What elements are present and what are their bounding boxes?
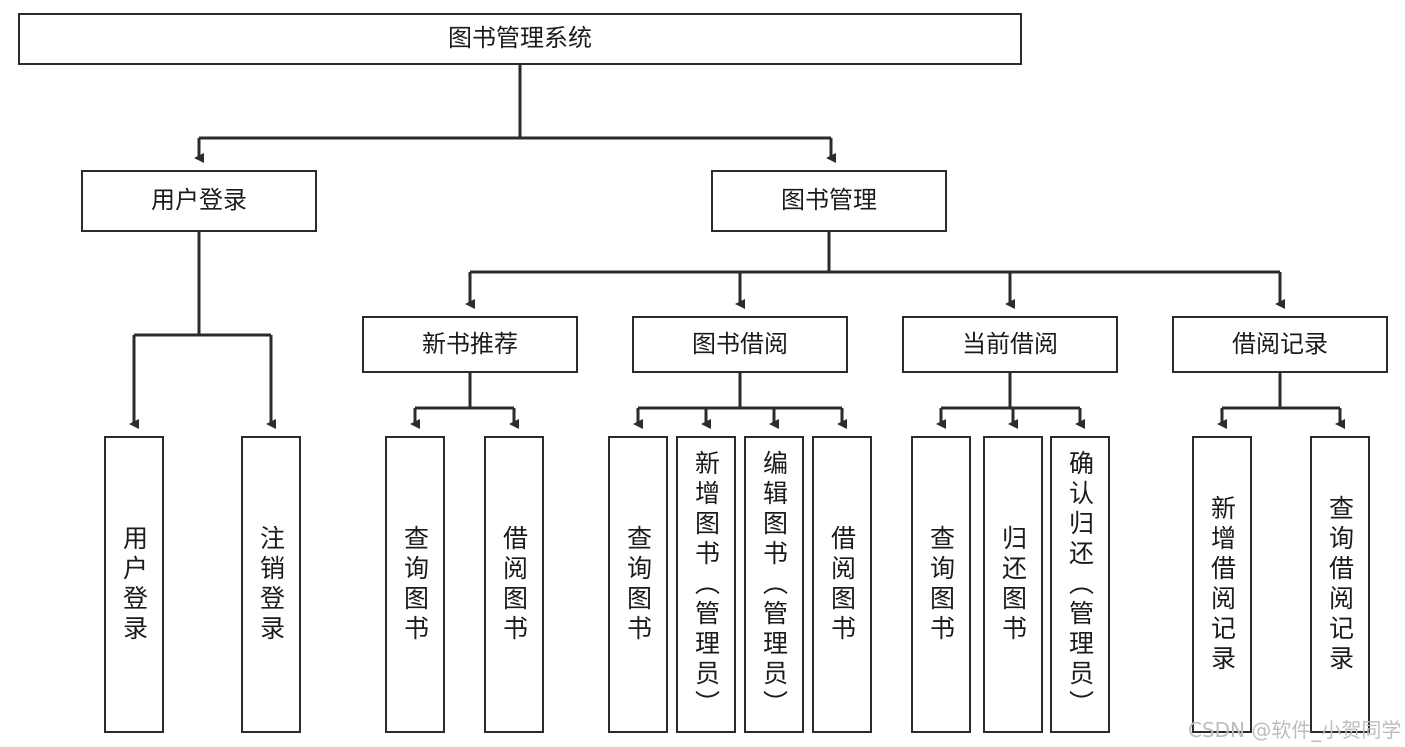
node-user-login-label: 用户登录 (151, 186, 247, 215)
leaf-logout[interactable]: 注销登录 (241, 436, 301, 733)
leaf-return-book-label: 归还图书 (998, 524, 1028, 645)
node-new-book-recommend[interactable]: 新书推荐 (362, 316, 578, 373)
node-borrow-record[interactable]: 借阅记录 (1172, 316, 1388, 373)
leaf-borrow-book[interactable]: 借阅图书 (812, 436, 872, 733)
node-user-login[interactable]: 用户登录 (81, 170, 317, 232)
leaf-query-book-borrow[interactable]: 查询图书 (608, 436, 668, 733)
leaf-query-book-newbook-label: 查询图书 (400, 524, 430, 645)
leaf-add-borrow-record[interactable]: 新增借阅记录 (1192, 436, 1252, 733)
leaf-query-book-current[interactable]: 查询图书 (911, 436, 971, 733)
node-current-borrow-label: 当前借阅 (962, 329, 1058, 358)
watermark: CSDN @软件_小贺同学 (1188, 718, 1402, 742)
leaf-add-book-admin-label: 新增图书（管理员） (691, 449, 721, 720)
leaf-query-borrow-record[interactable]: 查询借阅记录 (1310, 436, 1370, 733)
leaf-edit-book-admin-label: 编辑图书（管理员） (759, 449, 789, 720)
node-borrow-record-label: 借阅记录 (1232, 329, 1328, 358)
leaf-borrow-book-label: 借阅图书 (827, 524, 857, 645)
leaf-query-book-current-label: 查询图书 (926, 524, 956, 645)
node-book-borrow-label: 图书借阅 (692, 329, 788, 358)
node-book-management[interactable]: 图书管理 (711, 170, 947, 232)
node-new-book-recommend-label: 新书推荐 (422, 329, 518, 358)
node-root[interactable]: 图书管理系统 (18, 13, 1022, 65)
leaf-return-book[interactable]: 归还图书 (983, 436, 1043, 733)
leaf-add-book-admin[interactable]: 新增图书（管理员） (676, 436, 736, 733)
node-book-borrow[interactable]: 图书借阅 (632, 316, 848, 373)
leaf-borrow-book-newbook-label: 借阅图书 (499, 524, 529, 645)
node-root-label: 图书管理系统 (448, 24, 592, 53)
leaf-edit-book-admin[interactable]: 编辑图书（管理员） (744, 436, 804, 733)
leaf-add-borrow-record-label: 新增借阅记录 (1207, 494, 1237, 675)
node-book-management-label: 图书管理 (781, 186, 877, 215)
leaf-query-borrow-record-label: 查询借阅记录 (1325, 494, 1355, 675)
leaf-query-book-newbook[interactable]: 查询图书 (385, 436, 445, 733)
leaf-query-book-borrow-label: 查询图书 (623, 524, 653, 645)
node-current-borrow[interactable]: 当前借阅 (902, 316, 1118, 373)
leaf-logout-label: 注销登录 (256, 524, 286, 645)
leaf-user-login-label: 用户登录 (119, 524, 149, 645)
leaf-confirm-return-admin-label: 确认归还（管理员） (1065, 449, 1095, 720)
leaf-user-login[interactable]: 用户登录 (104, 436, 164, 733)
leaf-borrow-book-newbook[interactable]: 借阅图书 (484, 436, 544, 733)
leaf-confirm-return-admin[interactable]: 确认归还（管理员） (1050, 436, 1110, 733)
